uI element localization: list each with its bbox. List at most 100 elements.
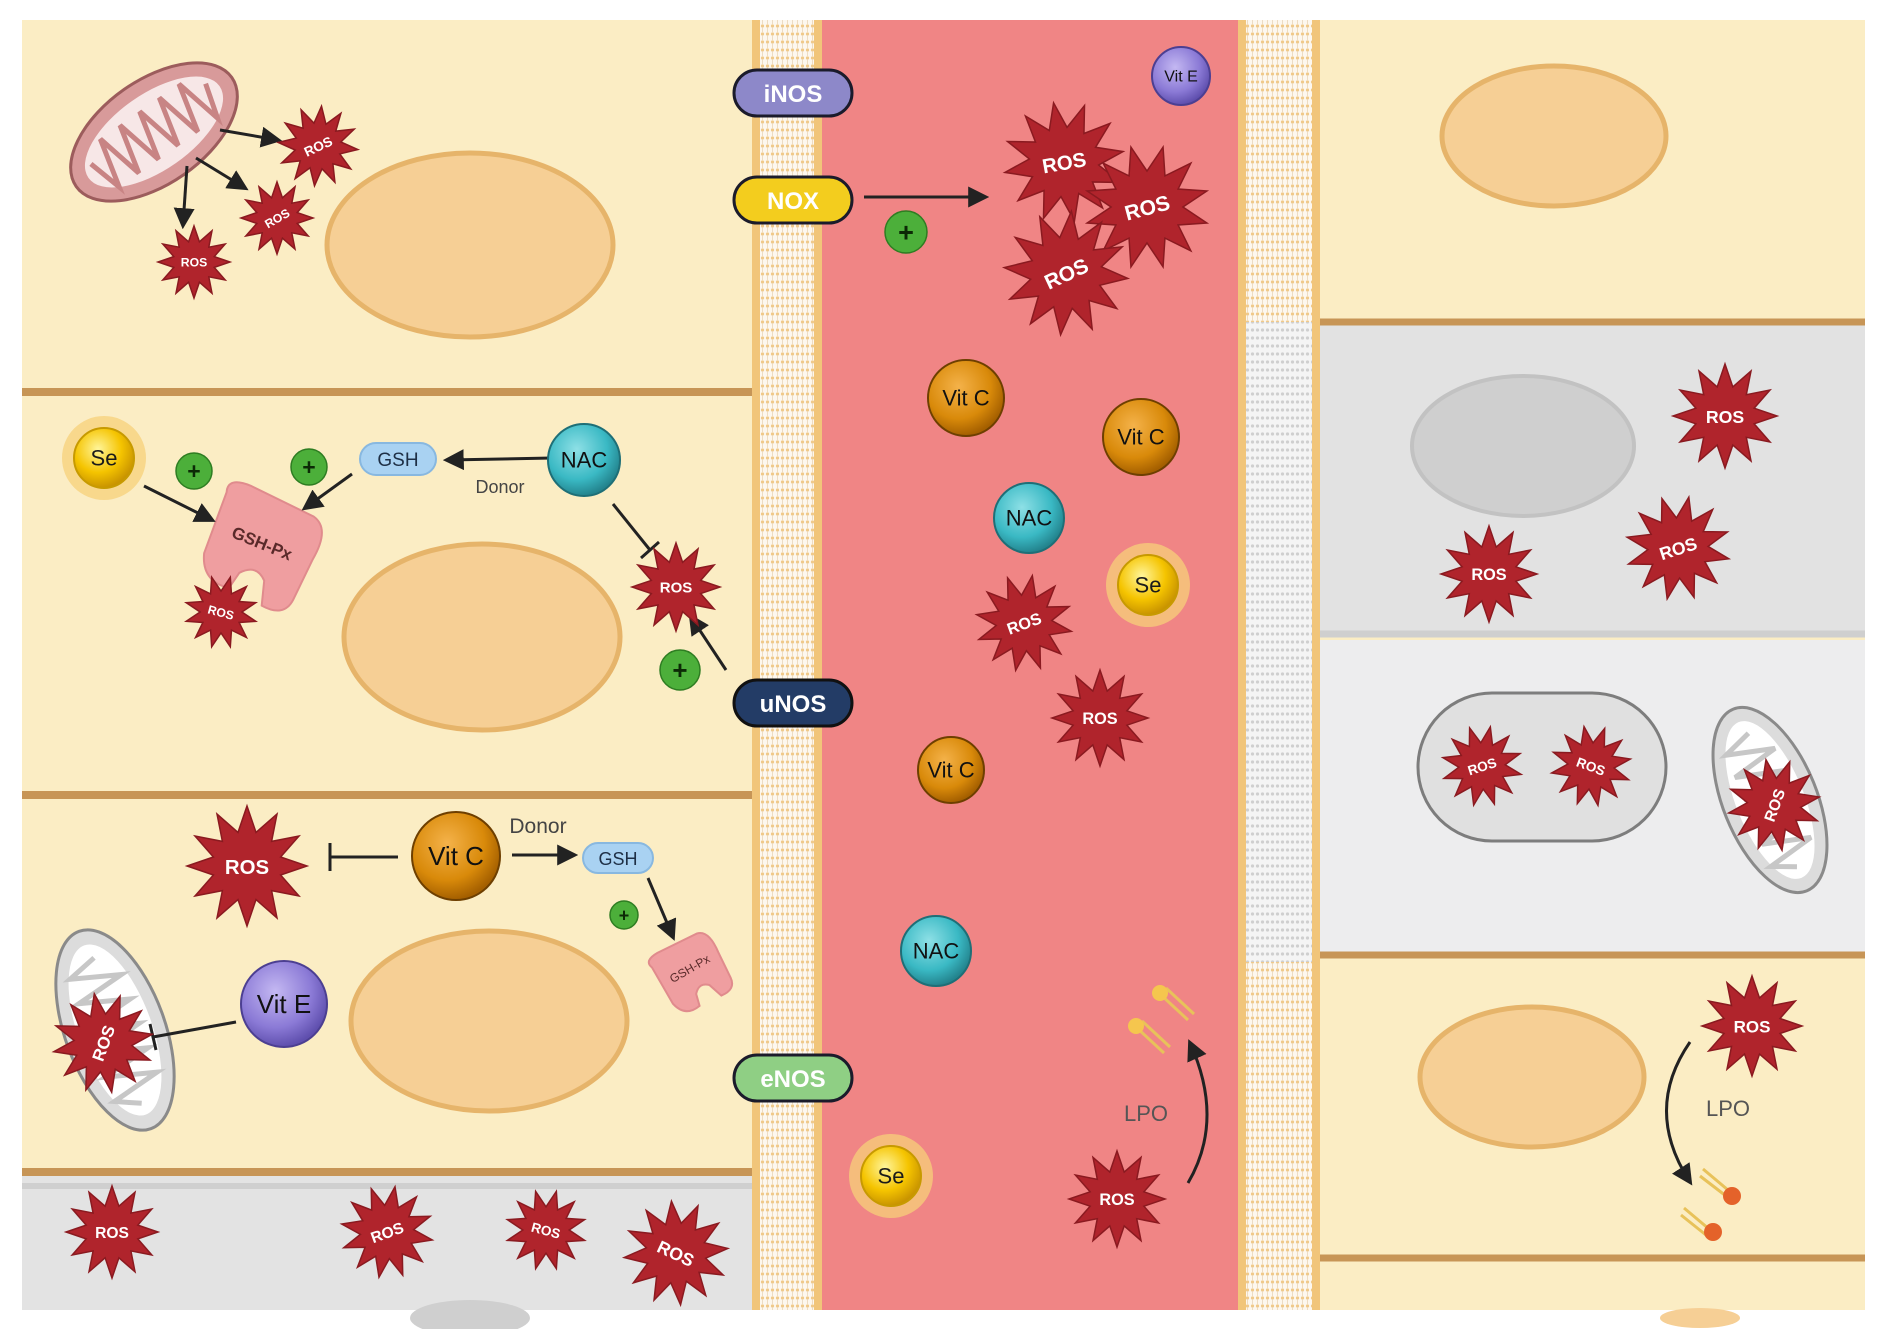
molecule-label: NAC <box>1006 506 1053 531</box>
nucleus <box>1439 63 1669 209</box>
lipid-head <box>1704 1223 1722 1241</box>
svg-text:+: + <box>187 458 200 484</box>
enos-pill: eNOS <box>732 1053 854 1103</box>
svg-text:eNOS: eNOS <box>760 1066 825 1093</box>
molecule-label: NAC <box>561 448 608 473</box>
ros-label: ROS <box>660 580 693 597</box>
nox-pill: NOX <box>732 175 854 225</box>
ros-star: ROS <box>1084 144 1210 270</box>
se-molecule: Se <box>62 416 146 500</box>
nucleus <box>341 541 623 733</box>
ros-label: ROS <box>225 857 269 879</box>
nac-molecule: NAC <box>993 482 1065 554</box>
plus-badge: + <box>609 900 639 930</box>
svg-text:NOX: NOX <box>767 188 819 215</box>
molecule-label: Se <box>1135 573 1162 598</box>
nucleus-gray <box>1410 374 1636 518</box>
gsh-pill: GSH <box>359 442 437 476</box>
nucleus <box>324 150 616 340</box>
vit-e-molecule: Vit E <box>1151 46 1211 106</box>
ros-star: ROS <box>1066 1148 1168 1250</box>
ros-star: ROS <box>339 1184 435 1280</box>
ros-star: ROS <box>1624 494 1732 602</box>
ros-star: ROS <box>51 991 155 1095</box>
molecule-label: Vit C <box>927 758 974 783</box>
vit-e-molecule: Vit E <box>240 960 328 1048</box>
ros-star: ROS <box>1699 973 1805 1079</box>
molecule-label: Vit E <box>257 989 311 1019</box>
ros-star: ROS <box>621 1198 731 1308</box>
svg-text:+: + <box>898 217 914 247</box>
lipid-head <box>1128 1018 1144 1034</box>
nucleus <box>1417 1004 1647 1150</box>
ros-label: ROS <box>1734 1018 1771 1037</box>
ros-star: ROS <box>1726 757 1822 853</box>
unos-pill: uNOS <box>732 678 854 728</box>
ros-label: ROS <box>1706 407 1745 427</box>
molecule-label: Se <box>91 446 118 471</box>
ros-star: ROS <box>184 803 310 929</box>
donor-label: Donor <box>475 477 524 497</box>
svg-text:uNOS: uNOS <box>760 691 827 718</box>
svg-text:+: + <box>672 655 687 685</box>
se-molecule: Se <box>1106 543 1190 627</box>
ros-label: ROS <box>1471 566 1506 584</box>
ros-star: ROS <box>1001 208 1131 338</box>
lipid-molecule <box>1134 986 1729 1237</box>
svg-text:GSH: GSH <box>598 849 637 869</box>
lpo-label: LPO <box>1706 1096 1750 1121</box>
nucleus <box>348 928 630 1114</box>
ros-star: ROS <box>1438 523 1540 625</box>
se-molecule: Se <box>849 1134 933 1218</box>
ros-star: ROS <box>183 574 259 650</box>
vit-c-molecule: Vit C <box>917 736 985 804</box>
molecule-label: Se <box>878 1164 905 1189</box>
lpo-label: LPO <box>1124 1101 1168 1126</box>
ros-star: ROS <box>1670 361 1780 471</box>
ros-star: ROS <box>1549 724 1633 808</box>
mitochondrion-top <box>69 61 239 203</box>
ros-label: ROS <box>1082 710 1117 728</box>
molecule-label: Vit C <box>942 386 989 411</box>
gsh-px-enzyme-small: GSH-Px <box>647 931 734 1013</box>
ros-label: ROS <box>530 1220 562 1242</box>
ros-star: ROS <box>629 540 723 634</box>
svg-text:+: + <box>619 905 630 925</box>
ros-star: ROS <box>155 223 233 301</box>
molecule-label: Vit E <box>1164 69 1198 86</box>
donor-label: Donor <box>509 815 566 838</box>
ros-star: ROS <box>1049 667 1151 769</box>
ros-label: ROS <box>95 1225 129 1242</box>
nac-molecule: NAC <box>547 423 621 497</box>
ros-star: ROS <box>238 179 316 257</box>
plus-badge: + <box>659 649 701 691</box>
ros-label: ROS <box>181 256 207 270</box>
svg-text:iNOS: iNOS <box>764 81 823 108</box>
ros-label: ROS <box>206 602 235 622</box>
vit-c-molecule: Vit C <box>411 811 501 901</box>
lipid-head <box>1723 1187 1741 1205</box>
inos-pill: iNOS <box>732 68 854 118</box>
svg-text:GSH: GSH <box>377 450 418 471</box>
ros-star: ROS <box>505 1189 587 1271</box>
ros-star: ROS <box>63 1183 161 1281</box>
molecule-label: Vit C <box>1117 425 1164 450</box>
svg-text:+: + <box>302 454 315 480</box>
lipid-head <box>1152 985 1168 1001</box>
ros-star: ROS <box>1440 724 1524 808</box>
nac-molecule: NAC <box>900 915 972 987</box>
vit-c-molecule: Vit C <box>927 359 1005 437</box>
gsh-px-enzyme: GSH-Px <box>202 481 323 612</box>
ros-star: ROS <box>275 103 361 189</box>
molecule-label: Vit C <box>428 841 484 871</box>
damaged-nucleus <box>1416 691 1668 843</box>
ros-label: ROS <box>1099 1191 1134 1209</box>
plus-badge: + <box>884 210 928 254</box>
vit-c-molecule: Vit C <box>1102 398 1180 476</box>
plus-badge: + <box>175 452 213 490</box>
molecule-label: NAC <box>913 939 960 964</box>
gsh-pill: GSH <box>582 842 654 874</box>
ros-star: ROS <box>974 573 1074 673</box>
plus-badge: + <box>290 448 328 486</box>
